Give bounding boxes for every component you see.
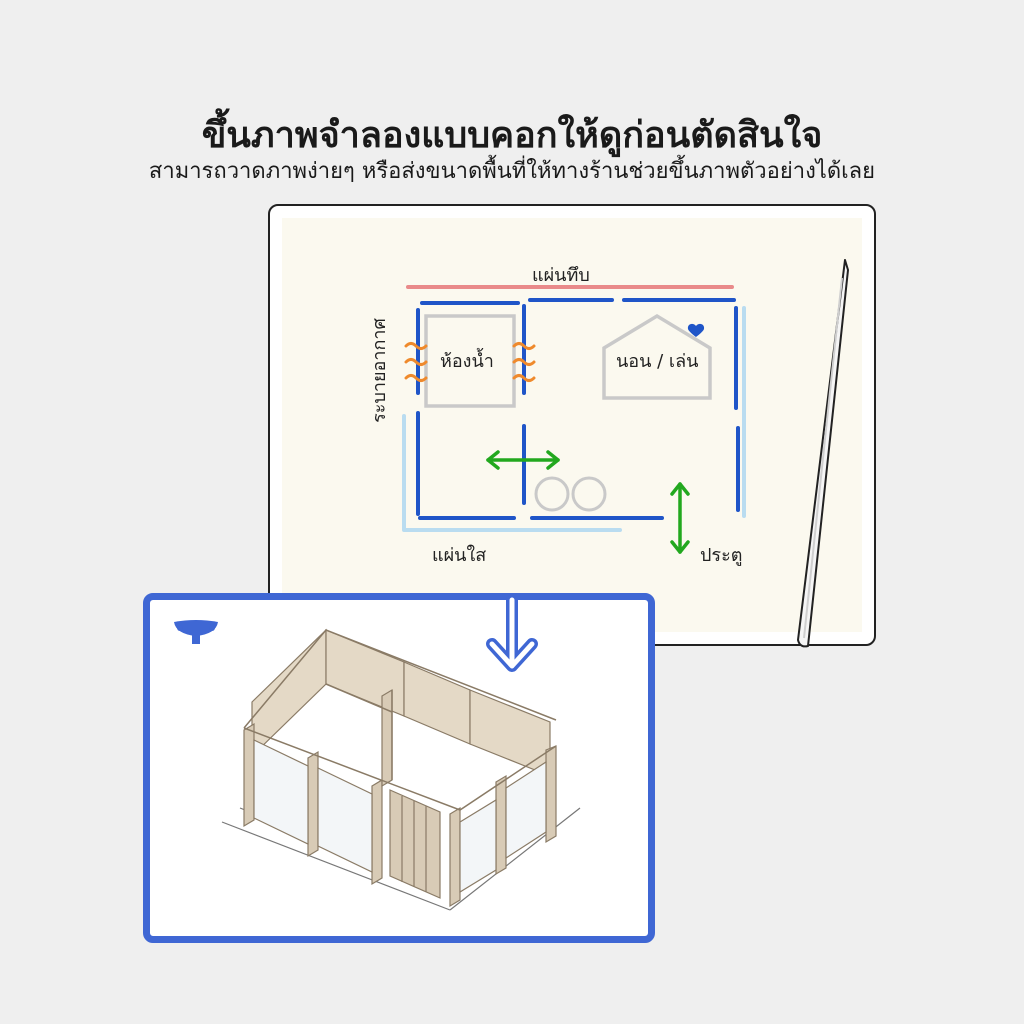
bathroom-label: ห้องน้ำ (440, 351, 494, 372)
bowl-logo-icon (174, 620, 218, 644)
arrow-down-icon (486, 596, 538, 672)
pen-3d-render (221, 628, 581, 911)
stylus-pen-icon (797, 259, 849, 648)
tablet-screen: แผ่นทึบ ระบายอากาศ ห้องน้ำ นอน / เล่น แผ… (282, 218, 862, 632)
ventilation-label: ระบายอากาศ (368, 318, 390, 423)
solid-panel-label: แผ่นทึบ (532, 265, 590, 286)
ventilation-marks (404, 342, 536, 382)
clear-panel-line-bottom (402, 414, 622, 532)
sleep-house (602, 313, 712, 400)
heart-icon (687, 323, 705, 337)
floor-plan-sketch (402, 285, 746, 554)
bowl-circle (571, 476, 607, 512)
page-subtitle: สามารถวาดภาพง่ายๆ หรือส่งขนาดพื้นที่ให้ท… (148, 159, 876, 184)
clear-panel-label: แผ่นใส (432, 545, 487, 566)
door-label: ประตู (700, 545, 743, 566)
tablet-sketch-frame: แผ่นทึบ ระบายอากาศ ห้องน้ำ นอน / เล่น แผ… (268, 204, 876, 646)
bowl-circle (534, 476, 570, 512)
page-title: ขึ้นภาพจำลองแบบคอกให้ดูก่อนตัดสินใจ (201, 115, 823, 156)
green-arrow-vertical (670, 482, 690, 554)
green-arrow-horizontal (486, 450, 560, 470)
sleep-play-label: นอน / เล่น (616, 351, 699, 372)
render-preview-card (143, 593, 655, 943)
pen-walls (416, 298, 740, 520)
